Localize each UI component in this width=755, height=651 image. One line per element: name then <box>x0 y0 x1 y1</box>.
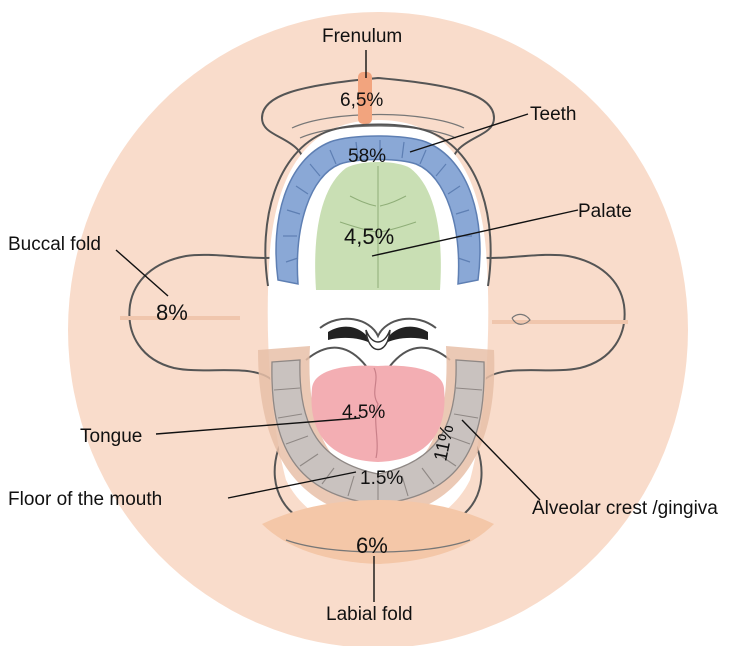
label-floor-of-mouth: Floor of the mouth <box>8 489 162 510</box>
value-labial-fold: 6% <box>356 533 388 558</box>
label-alveolar-crest: Alveolar crest /gingiva <box>532 498 718 519</box>
value-tongue: 4.5% <box>342 402 385 423</box>
value-frenulum: 6,5% <box>340 90 383 111</box>
label-tongue: Tongue <box>80 426 142 447</box>
value-floor: 1.5% <box>360 468 403 489</box>
value-buccal-fold: 8% <box>156 300 188 325</box>
label-frenulum: Frenulum <box>322 26 402 47</box>
label-labial-fold: Labial fold <box>326 604 413 625</box>
label-palate: Palate <box>578 201 632 222</box>
value-palate: 4,5% <box>344 224 394 249</box>
label-buccal-fold: Buccal fold <box>8 234 101 255</box>
label-teeth: Teeth <box>530 104 576 125</box>
value-teeth: 58% <box>348 146 386 167</box>
